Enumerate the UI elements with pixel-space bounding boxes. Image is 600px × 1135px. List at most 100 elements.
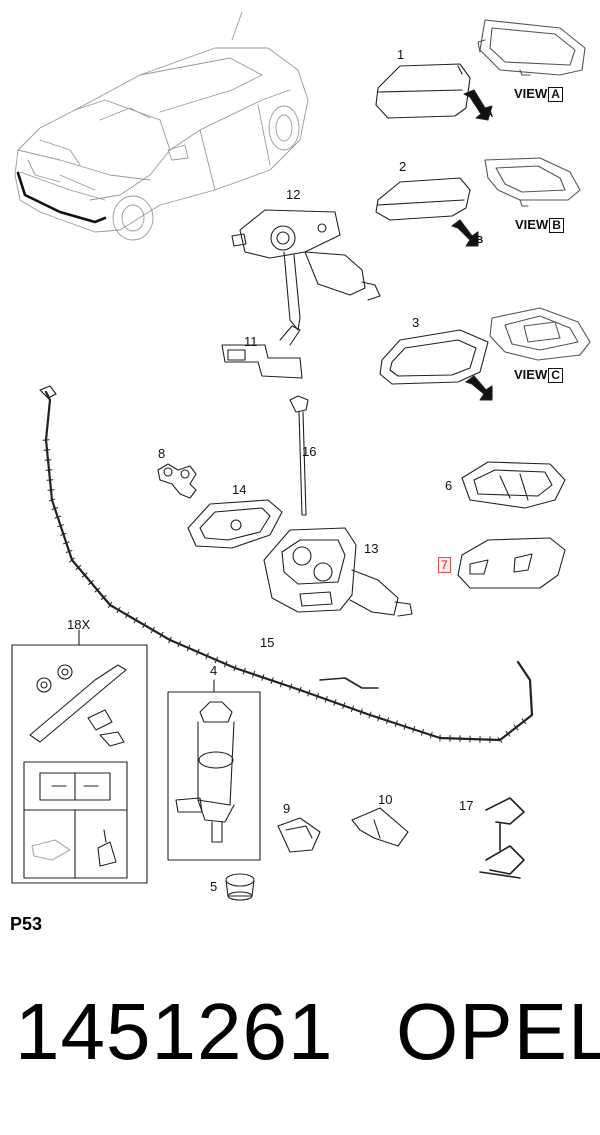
hose-rib [45,469,53,471]
callout-17: 17 [459,798,474,813]
view-a-bracket [477,19,586,76]
page-code: P53 [10,914,43,934]
callout-18x: 18X [67,617,91,632]
hose-ticks [42,439,527,744]
callout-3: 3 [412,315,420,330]
hose-rib [261,674,265,681]
hose-rib [94,587,101,593]
car-bumper-highlight [16,171,107,224]
arrow-b-letter: B [476,235,484,246]
hose-rib [186,644,191,652]
part-18x-repair-kit [11,629,148,884]
part-4-washer-pump [167,679,261,861]
callout-7-highlighted: 7 [438,557,451,573]
hose-rib [168,636,172,644]
hose-rib [324,696,328,703]
view-arrow-b [451,219,479,247]
view-b-letter: B [549,218,564,233]
part-number: 1451261 [15,987,334,1076]
hose-rib [46,479,54,481]
hose-rib [224,660,228,668]
hose-rib [394,720,398,727]
hose-rib [289,683,293,691]
hose-rib [150,626,155,634]
hose-rib [47,489,55,491]
hose-rib [142,621,147,629]
callout-10: 10 [378,792,393,807]
hose-rib [44,459,52,461]
view-a-text: VIEW [514,86,548,101]
hose-rib [48,498,56,502]
hose-rib [69,557,75,563]
callout-11: 11 [244,334,258,349]
view-a-letter: A [548,87,563,102]
hose-rib [412,726,416,733]
part-9-clip [277,817,321,853]
hose-rib [62,541,70,545]
view-b-text: VIEW [515,217,549,232]
hose-rib [177,640,181,648]
callout-12: 12 [286,187,301,202]
view-c-letter: C [548,368,563,383]
part-17-hose-clip [479,797,525,879]
part-3-trim-frame [379,329,489,385]
callout-5: 5 [210,879,218,894]
hose-rib [429,731,433,739]
hose-rib [159,631,164,639]
hose-rib [107,601,113,609]
part-7-cover [457,537,566,589]
callout-16: 16 [302,444,317,459]
hose-rib [133,616,138,624]
hose-rib [65,549,73,553]
hose-rib [81,572,88,578]
hose-rib [505,730,511,737]
view-c-text: VIEW [514,367,548,382]
hose-rib [88,580,94,585]
callout-9: 9 [283,801,291,816]
hose-rib [196,648,200,656]
part-12-washer-pump-assembly [231,209,381,331]
hose-rib [403,723,407,730]
hose-rib [342,702,346,709]
hose-rib [315,692,320,700]
view-c-bracket [489,307,591,361]
hose-rib [386,717,389,725]
hose-rib [368,711,372,719]
car-illustration [14,11,309,241]
hose-rib [279,680,283,688]
part-13-washer-nozzle-housing [263,527,413,617]
hose-rib [233,664,237,672]
part-11-bracket [221,325,303,379]
callout-4: 4 [210,663,218,678]
part-1-washer-cap [375,63,471,119]
callout-6: 6 [445,478,453,493]
hose-rib [43,449,51,451]
callout-13: 13 [364,541,379,556]
callout-2: 2 [399,159,407,174]
part-8-connector [157,463,197,499]
arrow-a-letter: A [486,109,494,120]
part-6-bracket [461,461,566,509]
hose-rib [125,611,130,619]
part-15-washer-hose [39,385,534,742]
hose-rib [333,699,337,706]
part-5-grommet [225,873,255,901]
callout-1: 1 [397,47,405,62]
hose-rib [214,656,219,664]
hose-rib [116,606,121,614]
part-14-gasket [187,499,283,549]
hose-rib [298,686,302,694]
hose-rib [100,595,107,600]
hose-rib [60,532,67,536]
hose-rib [359,708,363,716]
hose-rib [205,652,209,660]
callout-8: 8 [158,446,166,461]
part-16-cable-tie [289,395,309,516]
part-2-washer-cap [375,177,471,221]
hose-rib [521,718,527,725]
callout-14: 14 [232,482,247,497]
